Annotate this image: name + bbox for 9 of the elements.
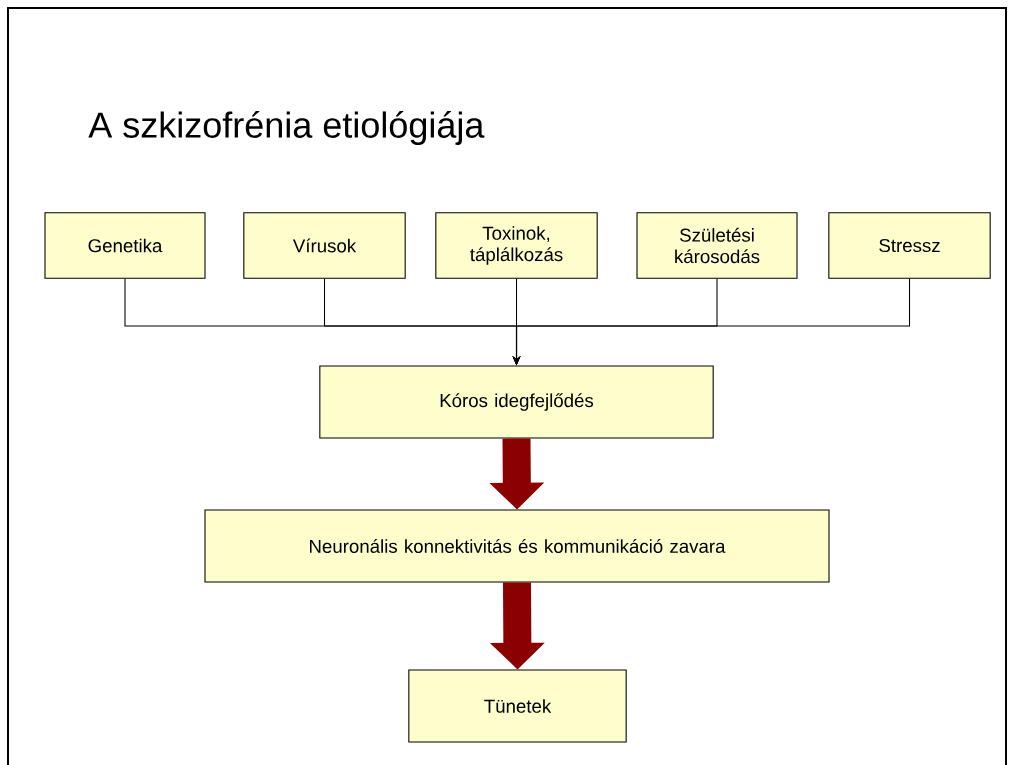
process-box: Genetika [44,212,206,279]
process-box: Toxinok, táplálkozás [435,212,598,279]
process-box: Kóros idegfejlődés [319,365,714,439]
process-box: Tünetek [408,669,627,743]
process-box: Neuronális konnektivitás és kommunikáció zavara [204,509,830,583]
process-box: Születési károsodás [636,212,798,279]
process-box: Stressz [828,212,991,279]
process-box: Vírusok [243,212,406,279]
title: A szkizofrénia etiológiája [88,111,485,145]
